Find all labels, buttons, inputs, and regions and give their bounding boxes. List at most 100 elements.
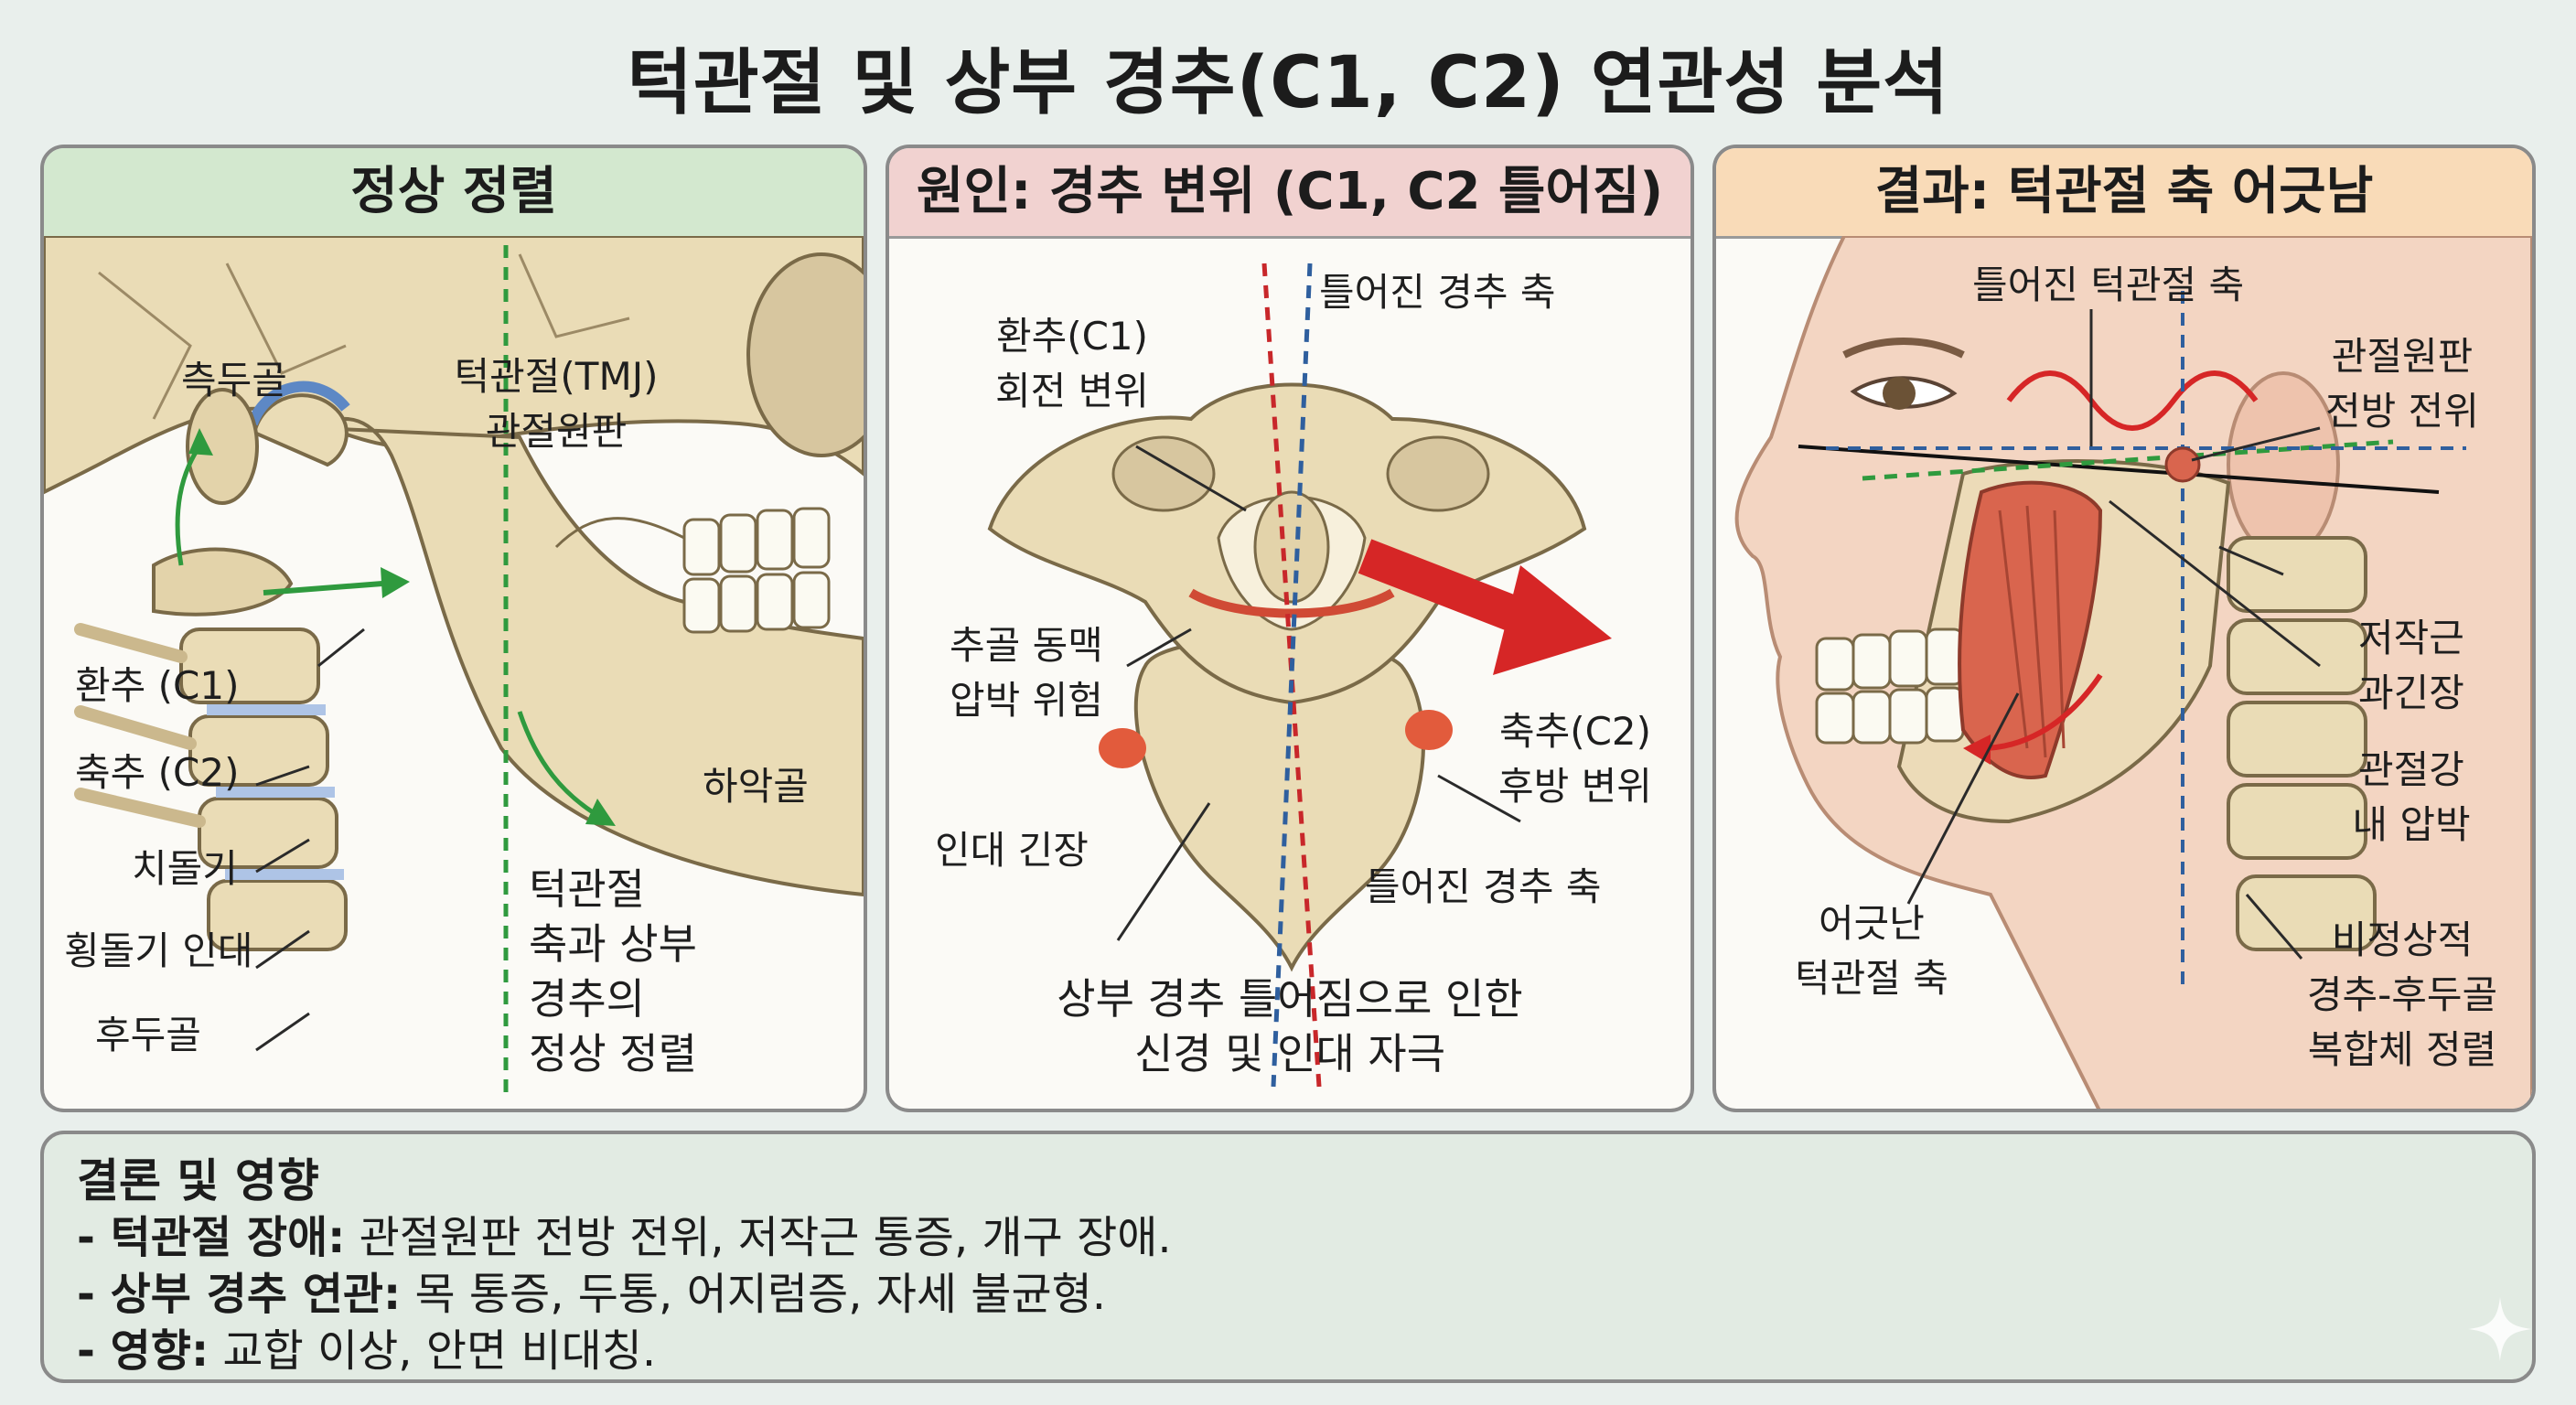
label-temporal: 측두골 <box>181 358 287 402</box>
cervical-spine <box>74 547 348 951</box>
label-axis-posterior-1: 축추(C2) <box>1498 709 1652 754</box>
twisted-tmj-axis-line <box>1798 445 2440 494</box>
conclusion-box: 결론 및 영향 - 턱관절 장애: 관절원판 전방 전위, 저작근 통증, 개구… <box>40 1131 2536 1383</box>
panel-heading: 결과: 턱관절 축 어긋남 <box>1716 148 2532 239</box>
teeth <box>682 507 831 634</box>
label-twisted-tmj-axis: 틀어진 턱관절 축 <box>1972 263 2245 307</box>
vertebra-c4 <box>198 797 338 869</box>
conclusion-item: - 상부 경추 연관: 목 통증, 두통, 어지럼증, 자세 불균형. <box>77 1266 2499 1323</box>
skull-lateral-illustration <box>44 236 864 1096</box>
label-twisted-axis-top: 틀어진 경추 축 <box>1319 270 1556 315</box>
label-masseter-1: 저작근 <box>2358 616 2464 660</box>
panel-result: 결과: 턱관절 축 어긋남 <box>1712 145 2536 1112</box>
vertebral-artery-right <box>1405 710 1453 750</box>
label-normal-3: 경추의 <box>529 974 645 1024</box>
label-normal-2: 축과 상부 <box>529 919 697 969</box>
leader-lines <box>1116 445 1521 941</box>
mastoid <box>186 388 259 505</box>
sparkle-icon <box>2468 1297 2532 1361</box>
skull-sutures <box>98 253 630 420</box>
mandible <box>312 417 864 897</box>
panel-normal-alignment: 정상 정렬 <box>40 145 867 1112</box>
label-abnormal-1: 비정상적 <box>2331 917 2474 962</box>
conclusion-item-text: 교합 이상, 안면 비대칭. <box>209 1325 657 1377</box>
label-disc-anterior-1: 관절원판 <box>2331 334 2474 379</box>
vertebral-artery-left <box>1099 728 1146 768</box>
disc-c4-c5 <box>225 869 344 880</box>
condyle <box>252 393 349 467</box>
atlas-c1 <box>152 547 294 617</box>
label-misaligned-1: 어긋난 <box>1819 901 1925 946</box>
conclusion-item-text: 목 통증, 두통, 어지럼증, 자세 불균형. <box>401 1269 1107 1320</box>
displacement-arrow-shaft <box>1358 539 1537 638</box>
dens <box>1253 490 1330 604</box>
label-normal-1: 턱관절 <box>529 864 645 914</box>
twisted-axis-red <box>1261 263 1322 1088</box>
panel-heading: 원인: 경추 변위 (C1, C2 틀어짐) <box>889 148 1690 239</box>
green-arrowhead-right <box>381 567 410 598</box>
atlas-facet-left <box>1111 435 1216 512</box>
label-artery-2: 압박 위험 <box>950 678 1103 723</box>
displacement-arrowhead <box>1493 565 1612 675</box>
panel-cause: 원인: 경추 변위 (C1, C2 틀어짐) 틀어진 경추 축 환추(C1) 회… <box>886 145 1694 1112</box>
conclusion-item: - 영향: 교합 이상, 안면 비대칭. <box>77 1323 2499 1379</box>
leader-lines <box>1906 309 2321 960</box>
label-masseter-2: 과긴장 <box>2358 670 2464 715</box>
spinous-processes <box>74 623 206 828</box>
tension-wave <box>2006 370 2259 431</box>
disc-c2-c3 <box>207 704 326 715</box>
masseter-muscle <box>1958 480 2103 779</box>
label-mandible: 하악골 <box>703 764 809 809</box>
atlas-facet-right <box>1386 435 1490 512</box>
label-dens: 치돌기 <box>132 846 238 891</box>
eyebrow <box>1842 338 1965 359</box>
label-axis: 축추 (C2) <box>75 750 240 795</box>
twisted-axis-blue <box>1271 263 1313 1088</box>
tmj-point <box>2164 446 2201 483</box>
label-twisted-axis-bottom: 틀어진 경추 축 <box>1365 864 1602 909</box>
label-disc-anterior-2: 전방 전위 <box>2325 389 2479 434</box>
green-arrow-up <box>175 445 202 566</box>
articular-disc <box>247 381 350 426</box>
label-tmj: 턱관절(TMJ) <box>454 354 659 399</box>
label-normal-4: 정상 정렬 <box>529 1029 697 1078</box>
label-misaligned-2: 턱관절 축 <box>1795 956 1948 1001</box>
page-title: 턱관절 및 상부 경추(C1, C2) 연관성 분석 <box>627 42 1949 124</box>
conclusion-item: - 턱관절 장애: 관절원판 전방 전위, 저작근 통증, 개구 장애. <box>77 1209 2499 1266</box>
iris <box>1883 377 1916 410</box>
label-atlas-rotation-1: 환추(C1) <box>995 314 1149 359</box>
displacement-arrow <box>1980 673 2103 751</box>
conclusion-item-key: - 영향: <box>77 1325 209 1377</box>
label-disc: 관절원판 <box>485 409 628 454</box>
label-transverse-ligament: 횡돌기 인대 <box>64 928 253 973</box>
label-atlas-rotation-2: 회전 변위 <box>995 369 1149 413</box>
orbit <box>746 252 864 457</box>
green-reference-line <box>1862 439 2394 481</box>
conclusion-title: 결론 및 영향 <box>77 1154 319 1207</box>
label-axis-posterior-2: 후방 변위 <box>1498 764 1652 809</box>
leader-lines <box>255 627 365 1052</box>
cervical-spine <box>2227 536 2377 951</box>
conclusion-item-key: - 턱관절 장애: <box>77 1212 346 1263</box>
conclusion-item-text: 관절원판 전방 전위, 저작근 통증, 개구 장애. <box>345 1212 1172 1263</box>
label-occipital: 후두골 <box>95 1013 201 1057</box>
green-arrow-right <box>263 581 383 595</box>
vertebra-c5 <box>207 879 348 951</box>
label-ligament: 인대 긴장 <box>935 828 1089 873</box>
caption-1: 상부 경추 틀어짐으로 인한 <box>1057 974 1523 1024</box>
green-arrow-down <box>517 711 595 815</box>
label-atlas: 환추 (C1) <box>75 663 240 708</box>
label-abnormal-3: 복합체 정렬 <box>2307 1027 2497 1072</box>
label-joint-2: 내 압박 <box>2352 802 2471 847</box>
vertebra-top-view-illustration <box>987 263 1612 1088</box>
caption-2: 신경 및 인대 자극 <box>1133 1029 1446 1078</box>
disc-c3-c4 <box>216 787 335 798</box>
conclusion-item-key: - 상부 경추 연관: <box>77 1269 402 1320</box>
label-abnormal-2: 경추-후두골 <box>2306 972 2498 1017</box>
teeth <box>1815 627 1965 745</box>
muscle-fibers <box>1998 505 2066 758</box>
mandible-notch <box>554 517 685 549</box>
label-joint-1: 관절강 <box>2358 747 2464 792</box>
green-arrowhead-down <box>585 799 616 826</box>
